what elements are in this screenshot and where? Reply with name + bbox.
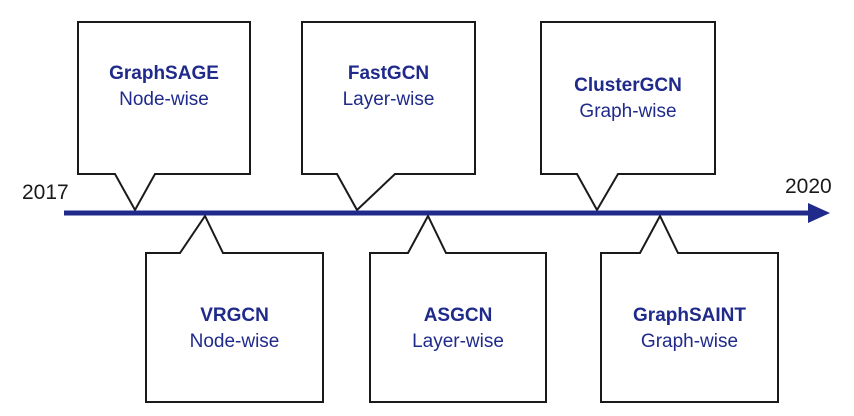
event-name: ASGCN	[423, 305, 493, 326]
event-name: ClusterGCN	[574, 75, 682, 96]
event-kind: Layer-wise	[412, 331, 504, 352]
event-kind: Graph-wise	[640, 331, 739, 352]
callout-fastgcn	[301, 21, 476, 212]
callout-asgcn	[369, 213, 547, 403]
event-name: GraphSAGE	[109, 63, 219, 84]
callout-graphsage	[77, 21, 251, 213]
event-kind: Node-wise	[119, 89, 209, 110]
start-year-label: 2017	[22, 181, 69, 204]
event-kind: Node-wise	[189, 331, 280, 352]
callout-clustergcn	[540, 21, 716, 213]
event-name: FastGCN	[347, 63, 430, 84]
event-graphsaint: GraphSAINT Graph-wise	[601, 303, 778, 355]
timeline-arrowhead	[808, 203, 830, 223]
event-graphsage: GraphSAGE Node-wise	[78, 61, 250, 113]
event-name: GraphSAINT	[633, 305, 746, 326]
callout-vrgcn	[145, 214, 324, 403]
event-fastgcn: FastGCN Layer-wise	[302, 61, 475, 113]
event-clustergcn: ClusterGCN Graph-wise	[541, 73, 715, 125]
end-year-label: 2020	[785, 175, 832, 198]
event-vrgcn: VRGCN Node-wise	[146, 303, 323, 355]
event-kind: Layer-wise	[342, 89, 435, 110]
event-name: VRGCN	[200, 305, 269, 326]
callout-graphsaint	[600, 213, 779, 403]
event-kind: Graph-wise	[579, 101, 677, 122]
event-asgcn: ASGCN Layer-wise	[370, 303, 546, 355]
